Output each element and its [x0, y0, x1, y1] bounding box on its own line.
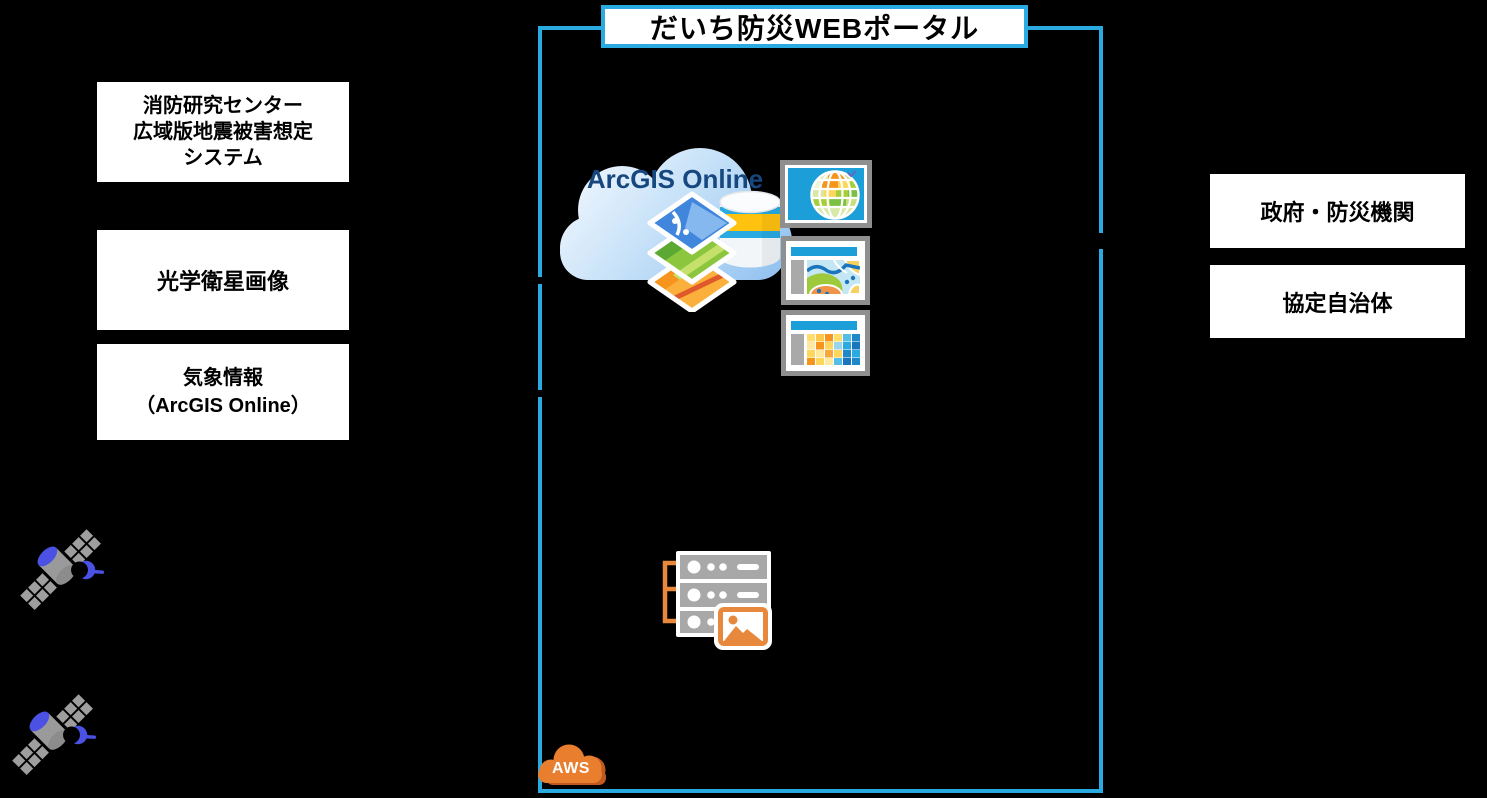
portal-title-label: だいち防災WEBポータル [649, 12, 980, 44]
source-box-line: 広域版地震被害想定 [133, 121, 313, 143]
border-gap-right-1 [1096, 233, 1106, 249]
source-box-line: （ArcGIS Online） [135, 395, 311, 417]
map-layers-diamond-icon [647, 191, 737, 312]
satellite-icon [12, 694, 97, 775]
raster-mosaic-thumbnail [781, 310, 870, 376]
source-box-line: 気象情報 [183, 367, 263, 389]
globe-webmap-thumbnail [780, 160, 872, 228]
consumer-box-label: 協定自治体 [1282, 290, 1393, 316]
aws-label: AWS [552, 760, 590, 777]
consumer-box-label: 政府・防災機関 [1260, 200, 1415, 225]
source-box-fire-research-system: 消防研究センター 広域版地震被害想定 システム [97, 82, 349, 182]
consumer-box-government-agencies: 政府・防災機関 [1210, 174, 1465, 248]
arcgis-online-label: ArcGIS Online [586, 164, 764, 194]
webmap-app-thumbnail [781, 236, 870, 305]
portal-title: だいち防災WEBポータル [601, 5, 1028, 48]
consumer-box-partner-municipalities: 協定自治体 [1210, 265, 1465, 338]
border-gap-left-1 [535, 277, 545, 284]
source-box-line: システム [183, 147, 263, 169]
border-gap-left-2 [535, 390, 545, 397]
source-box-optical-satellite-imagery: 光学衛星画像 [97, 230, 349, 330]
image-server-icon [662, 551, 772, 650]
source-box-weather-information: 気象情報 （ArcGIS Online） [97, 344, 349, 440]
satellite-icon [20, 529, 105, 610]
aws-cloud-icon [538, 744, 606, 785]
source-box-line: 光学衛星画像 [156, 269, 289, 294]
source-box-line: 消防研究センター [143, 95, 303, 117]
